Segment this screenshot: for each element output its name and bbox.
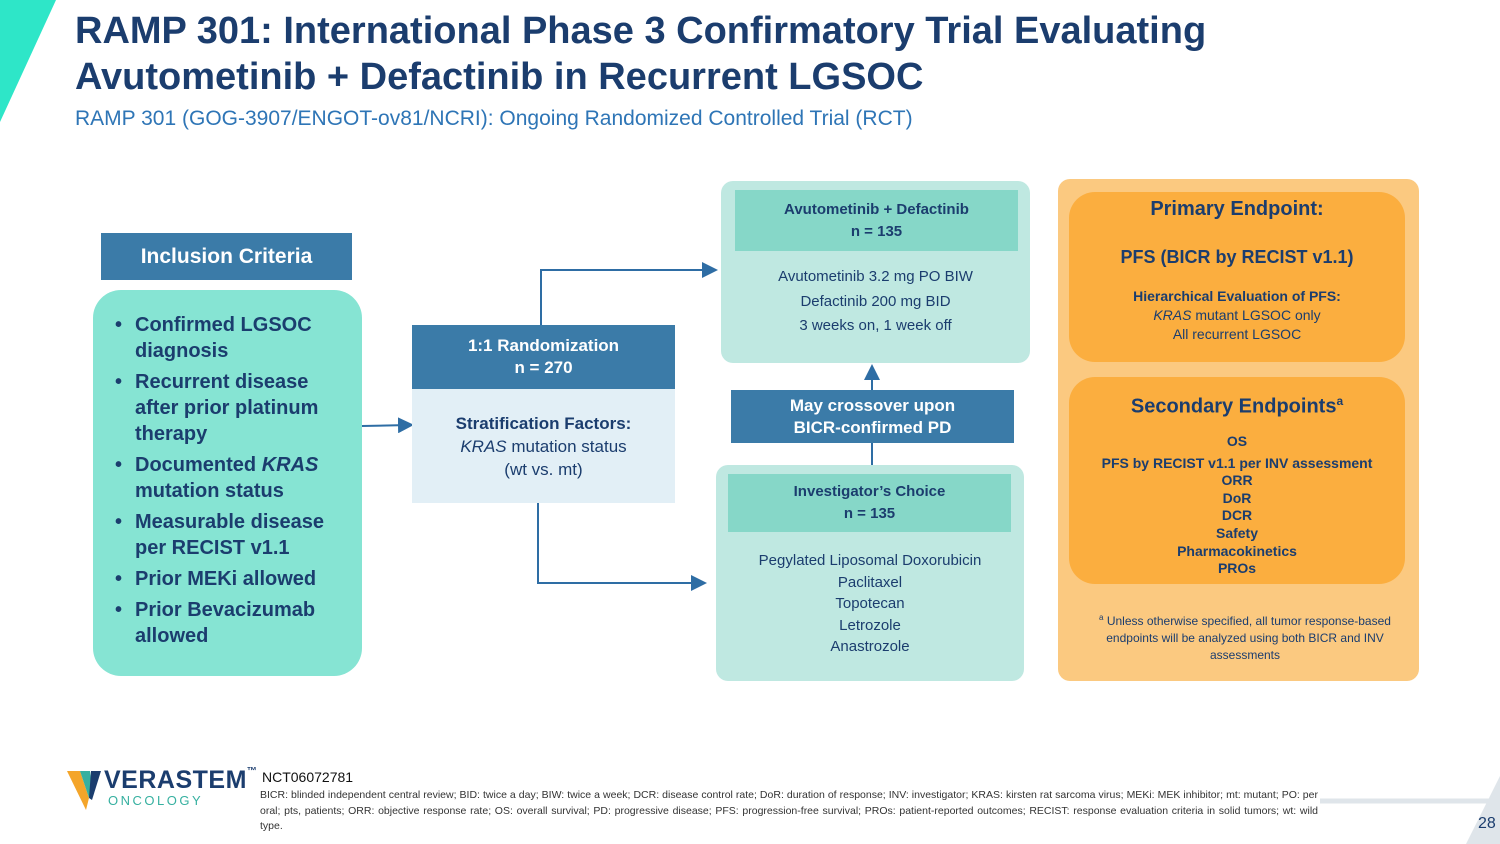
arm1-line: Avutometinib 3.2 mg PO BIW	[778, 268, 973, 285]
secondary-endpoints-title: Secondary Endpointsa	[1069, 394, 1405, 419]
arm1-line: Defactinib 200 mg BID	[800, 292, 951, 310]
arm1-n: n = 135	[850, 222, 903, 240]
secondary-endpoint-item: ORR	[1221, 472, 1253, 489]
bullet-icon: •	[115, 371, 123, 393]
crossover-box: May crossover upon BICR-confirmed PD	[731, 390, 1014, 443]
logo-tm: ™	[246, 766, 258, 777]
nct-number: NCT06072781	[262, 769, 354, 785]
inclusion-criteria-list: • Confirmed LGSOC diagnosis • Recurrent dis…	[115, 312, 348, 649]
randomization-title: 1:1 Randomization	[467, 336, 620, 355]
secondary-title-sup: a	[1336, 394, 1344, 408]
secondary-endpoints-box: Secondary Endpointsa OS PFS by RECIST v1…	[1069, 377, 1405, 584]
arm2-header: Investigator’s Choice n = 135	[728, 474, 1011, 532]
arm1-title: Avutometinib + Defactinib	[784, 200, 969, 218]
inclusion-item-text: Confirmed LGSOC diagnosis	[135, 314, 312, 362]
hierarchical-rest: mutant LGSOC only	[1191, 307, 1321, 323]
hierarchical-line2: All recurrent LGSOC	[1172, 326, 1302, 342]
bullet-icon: •	[115, 314, 123, 336]
inclusion-criteria-header: Inclusion Criteria	[101, 233, 352, 280]
hierarchical-line1: KRAS mutant LGSOC only	[1069, 306, 1405, 325]
arrow-randomization-to-arm2	[537, 503, 707, 591]
bullet-icon: •	[115, 568, 123, 590]
slide-title: RAMP 301: International Phase 3 Confirma…	[75, 10, 1207, 98]
arm2-title: Investigator’s Choice	[793, 483, 946, 500]
secondary-endpoint-item: PROs	[1217, 560, 1257, 577]
hierarchical-evaluation: Hierarchical Evaluation of PFS: KRAS mut…	[1069, 287, 1405, 344]
inclusion-item-italic: KRAS	[261, 454, 319, 476]
arm1-line: 3 weeks on, 1 week off	[799, 317, 952, 334]
inclusion-item-text-post: mutation status	[135, 480, 284, 502]
inclusion-item-text: Measurable disease per RECIST v1.1	[135, 511, 324, 559]
inclusion-item-text: Recurrent disease after prior platinum t…	[135, 371, 319, 445]
stratification-line1: KRAS mutation status	[460, 435, 626, 458]
verastem-logo-subtext: ONCOLOGY	[108, 793, 204, 808]
verastem-logo-text: VERASTEM™	[104, 766, 257, 795]
stratification-line2: (wt vs. mt)	[504, 459, 583, 479]
inclusion-item-text: Prior MEKi allowed	[135, 568, 317, 590]
primary-endpoint-title: Primary Endpoint:	[1150, 198, 1324, 220]
hierarchical-kras: KRAS	[1153, 307, 1192, 323]
inclusion-item-text: Documented	[135, 454, 262, 476]
bullet-icon: •	[115, 599, 123, 621]
secondary-endpoint-item: DCR	[1221, 507, 1253, 524]
stratification-rest: mutation status	[506, 436, 627, 456]
arm1-regimen: Avutometinib 3.2 mg PO BIW Defactinib 20…	[721, 265, 1030, 339]
hierarchical-title: Hierarchical Evaluation of PFS:	[1133, 288, 1341, 304]
corner-accent-top-left	[0, 0, 56, 122]
inclusion-criteria-item: • Prior Bevacizumab allowed	[115, 597, 348, 649]
arm2-n: n = 135	[843, 505, 896, 522]
bullet-icon: •	[115, 454, 123, 476]
arm1-header: Avutometinib + Defactinib n = 135	[735, 190, 1018, 251]
logo-name: VERASTEM	[104, 766, 247, 794]
inclusion-criteria-box: • Confirmed LGSOC diagnosis • Recurrent dis…	[93, 290, 362, 676]
secondary-endpoint-item: Safety	[1215, 524, 1259, 541]
arrow-inclusion-to-randomization	[361, 417, 414, 434]
stratification-box: Stratification Factors: KRAS mutation st…	[412, 389, 675, 503]
secondary-endpoint-item: DoR	[1222, 489, 1252, 506]
inclusion-criteria-item: • Prior MEKi allowed	[115, 566, 348, 592]
crossover-line1: May crossover upon	[789, 395, 956, 415]
stratification-kras: KRAS	[460, 436, 507, 456]
primary-endpoint-box: Primary Endpoint: PFS (BICR by RECIST v1…	[1069, 192, 1405, 362]
arm2-regimen: Pegylated Liposomal Doxorubicin Paclitax…	[716, 550, 1024, 658]
secondary-endpoints-list: OS PFS by RECIST v1.1 per INV assessment…	[1069, 433, 1405, 578]
endpoint-footnote: a Unless otherwise specified, all tumor …	[1090, 609, 1400, 664]
corner-accent-bottom-right	[1466, 776, 1500, 844]
arrow-randomization-to-arm1	[540, 262, 718, 325]
inclusion-item-text: Prior Bevacizumab allowed	[135, 599, 316, 647]
randomization-n: n = 270	[514, 358, 573, 377]
footnote-sup: a	[1099, 613, 1104, 622]
arm2-line: Letrozole	[839, 616, 901, 634]
abbreviations-footnote: BICR: blinded independent central review…	[260, 789, 1318, 832]
inclusion-criteria-item: • Measurable disease per RECIST v1.1	[115, 509, 348, 561]
page-number: 28	[1478, 815, 1496, 832]
inclusion-criteria-item: • Confirmed LGSOC diagnosis	[115, 312, 348, 364]
inclusion-criteria-item: • Recurrent disease after prior platinum …	[115, 369, 348, 447]
arm2-line: Pegylated Liposomal Doxorubicin	[758, 552, 982, 569]
secondary-endpoint-item: OS	[1226, 433, 1248, 449]
secondary-endpoint-item: Pharmacokinetics	[1177, 542, 1297, 559]
arm2-line: Anastrozole	[830, 638, 910, 655]
inclusion-criteria-item: • Documented KRAS mutation status	[115, 452, 348, 504]
arm2-line: Paclitaxel	[837, 573, 903, 591]
secondary-endpoint-item: PFS by RECIST v1.1 per INV assessment	[1101, 454, 1373, 471]
footnote-text: Unless otherwise specified, all tumor re…	[1103, 614, 1391, 662]
crossover-line2: BICR-confirmed PD	[793, 417, 952, 437]
secondary-title-text: Secondary Endpoints	[1130, 395, 1337, 418]
stratification-title: Stratification Factors:	[455, 413, 632, 433]
verastem-v-icon	[67, 771, 101, 810]
randomization-header: 1:1 Randomization n = 270	[412, 325, 675, 389]
bullet-icon: •	[115, 511, 123, 533]
slide-subtitle: RAMP 301 (GOG-3907/ENGOT-ov81/NCRI): Ong…	[75, 107, 913, 130]
primary-endpoint-pfs: PFS (BICR by RECIST v1.1)	[1120, 247, 1354, 267]
arm2-line: Topotecan	[835, 595, 905, 612]
